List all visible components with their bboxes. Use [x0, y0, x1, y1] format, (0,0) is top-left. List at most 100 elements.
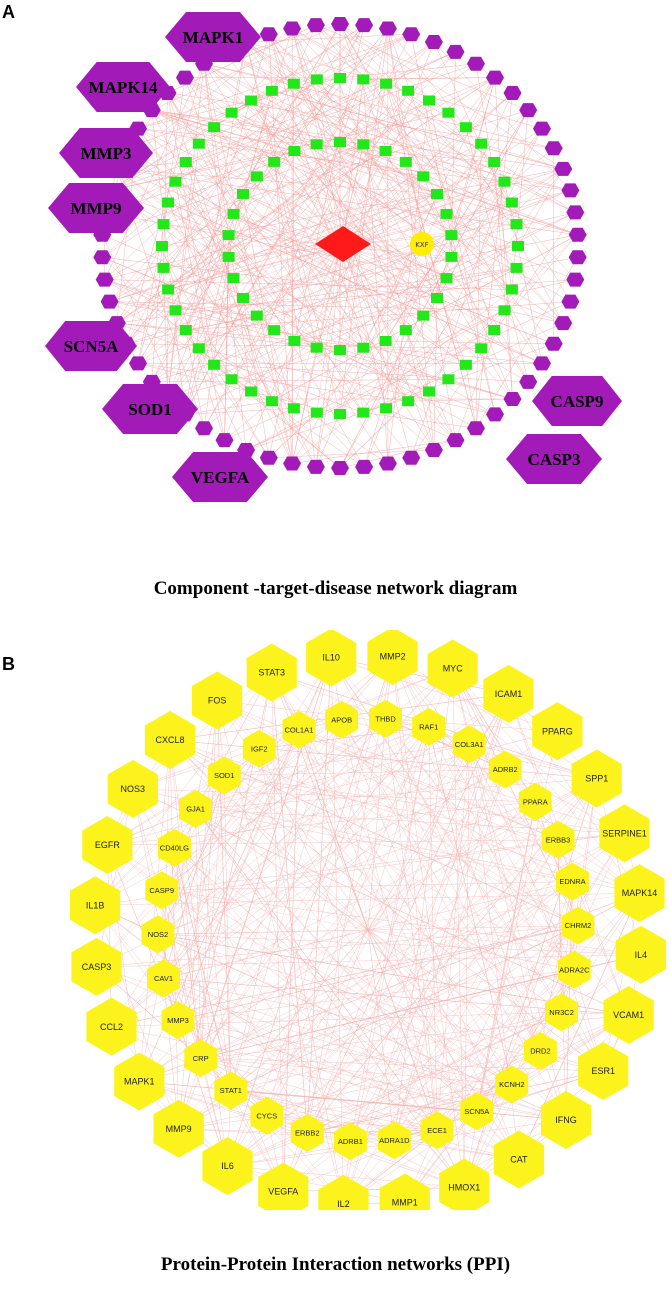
network-edge	[228, 234, 365, 468]
network-edge	[137, 363, 341, 415]
target-node	[568, 227, 587, 242]
ppi-edge	[217, 700, 559, 840]
ppi-edge	[169, 739, 604, 1072]
network-edge	[475, 257, 578, 429]
network-edge	[246, 391, 430, 451]
ppi-node-label: MAPK14	[622, 888, 658, 898]
compound-node	[192, 138, 205, 149]
ppi-edge	[161, 775, 225, 891]
ppi-edge	[95, 833, 625, 906]
compound-node	[227, 208, 240, 219]
network-edge	[109, 190, 496, 415]
ppi-edge	[195, 719, 342, 810]
target-node	[402, 450, 421, 465]
ppi-edge	[271, 672, 308, 1134]
compound-node	[179, 325, 192, 335]
ppi-node-raf1: RAF1	[412, 708, 446, 746]
ppi-edge	[511, 969, 575, 1085]
network-edge	[163, 24, 365, 269]
network-edge	[517, 168, 564, 247]
ppi-edge	[367, 731, 558, 931]
highlighted-target-label: SOD1	[128, 400, 171, 419]
ppi-edge	[132, 788, 228, 1167]
compound-node	[265, 396, 278, 407]
ppi-edge	[200, 1057, 567, 1121]
network-edge	[184, 77, 295, 409]
target-node	[259, 27, 278, 42]
ppi-node-label: MYC	[443, 664, 464, 674]
network-edge	[339, 90, 409, 247]
highlighted-target-vegfa: VEGFA	[172, 452, 268, 502]
ppi-node-hmox1: HMOX1	[439, 1158, 490, 1210]
compound-node	[423, 95, 435, 106]
network-edge	[339, 23, 438, 195]
ppi-node-label: IL1B	[86, 901, 105, 911]
network-edge	[504, 310, 543, 364]
ppi-node-label: NOS2	[148, 930, 168, 939]
ppi-node-label: SERPINE1	[602, 829, 647, 839]
ppi-edge	[230, 1090, 438, 1131]
ppi-edge	[227, 1165, 405, 1203]
network-a-edges	[102, 23, 578, 469]
target-node	[561, 294, 580, 309]
highlighted-target-mapk14: MAPK14	[76, 62, 170, 112]
ppi-edge	[163, 847, 175, 979]
ppi-node-mmp2: MMP2	[367, 630, 418, 686]
network-edge	[451, 51, 456, 257]
ppi-node-mmp9: MMP9	[153, 1099, 204, 1158]
compound-node	[399, 156, 412, 167]
network-edge	[151, 109, 576, 280]
target-node	[554, 161, 573, 176]
network-edge	[137, 363, 409, 402]
ppi-edge	[367, 929, 541, 1052]
network-edge	[168, 202, 341, 247]
ppi-node-label: CASP3	[82, 962, 112, 972]
network-edge	[387, 100, 430, 464]
target-node	[544, 336, 563, 351]
compound-node	[440, 273, 453, 284]
network-edge	[245, 41, 517, 225]
ppi-node-cav1: CAV1	[147, 959, 180, 998]
compound-node	[423, 386, 435, 397]
network-edge	[151, 109, 519, 247]
ppi-inner-ring: THBDRAF1COL3A1ADRB2PPARAERBB3EDNRACHRM2A…	[141, 699, 595, 1161]
ppi-node-label: DRD2	[530, 1047, 550, 1056]
network-edge	[268, 34, 317, 80]
ppi-edge	[169, 739, 512, 1085]
network-edge	[242, 28, 293, 195]
compound-node	[169, 176, 182, 187]
ppi-edge	[107, 844, 112, 1027]
ppi-node-cycs: CYCS	[250, 1096, 284, 1135]
network-edge	[339, 83, 387, 247]
network-edge	[405, 329, 456, 441]
ppi-node-egfr: EGFR	[82, 816, 133, 874]
compound-node	[475, 343, 488, 354]
compound-node	[156, 241, 168, 251]
ppi-node-myc: MYC	[427, 639, 478, 698]
ppi-edge	[139, 739, 171, 1082]
ppi-edge	[177, 1020, 512, 1085]
ppi-node-label: KCNH2	[499, 1080, 524, 1089]
network-edge	[387, 28, 495, 331]
ppi-edge	[177, 726, 429, 1021]
ppi-edge	[436, 744, 470, 1131]
network-edge	[126, 90, 273, 344]
ppi-edge	[163, 775, 225, 979]
ppi-node-adra1d: ADRA1D	[377, 1121, 411, 1160]
ppi-node-mmp3: MMP3	[161, 1001, 195, 1040]
ppi-edge	[96, 788, 134, 967]
ppi-edge	[367, 801, 536, 931]
highlighted-target-casp9: CASP9	[532, 376, 622, 426]
network-edge	[167, 92, 554, 149]
target-node	[283, 456, 302, 471]
network-edge	[137, 202, 169, 364]
target-node	[486, 407, 504, 422]
network-edge	[184, 400, 272, 415]
network-edge	[231, 245, 341, 380]
panel-b-caption: Protein-Protein Interaction networks (PP…	[160, 1254, 511, 1275]
network-edge	[293, 245, 341, 409]
network-edge	[116, 168, 438, 299]
network-edge	[339, 245, 386, 342]
network-edge	[167, 92, 495, 331]
network-edge	[410, 212, 576, 458]
